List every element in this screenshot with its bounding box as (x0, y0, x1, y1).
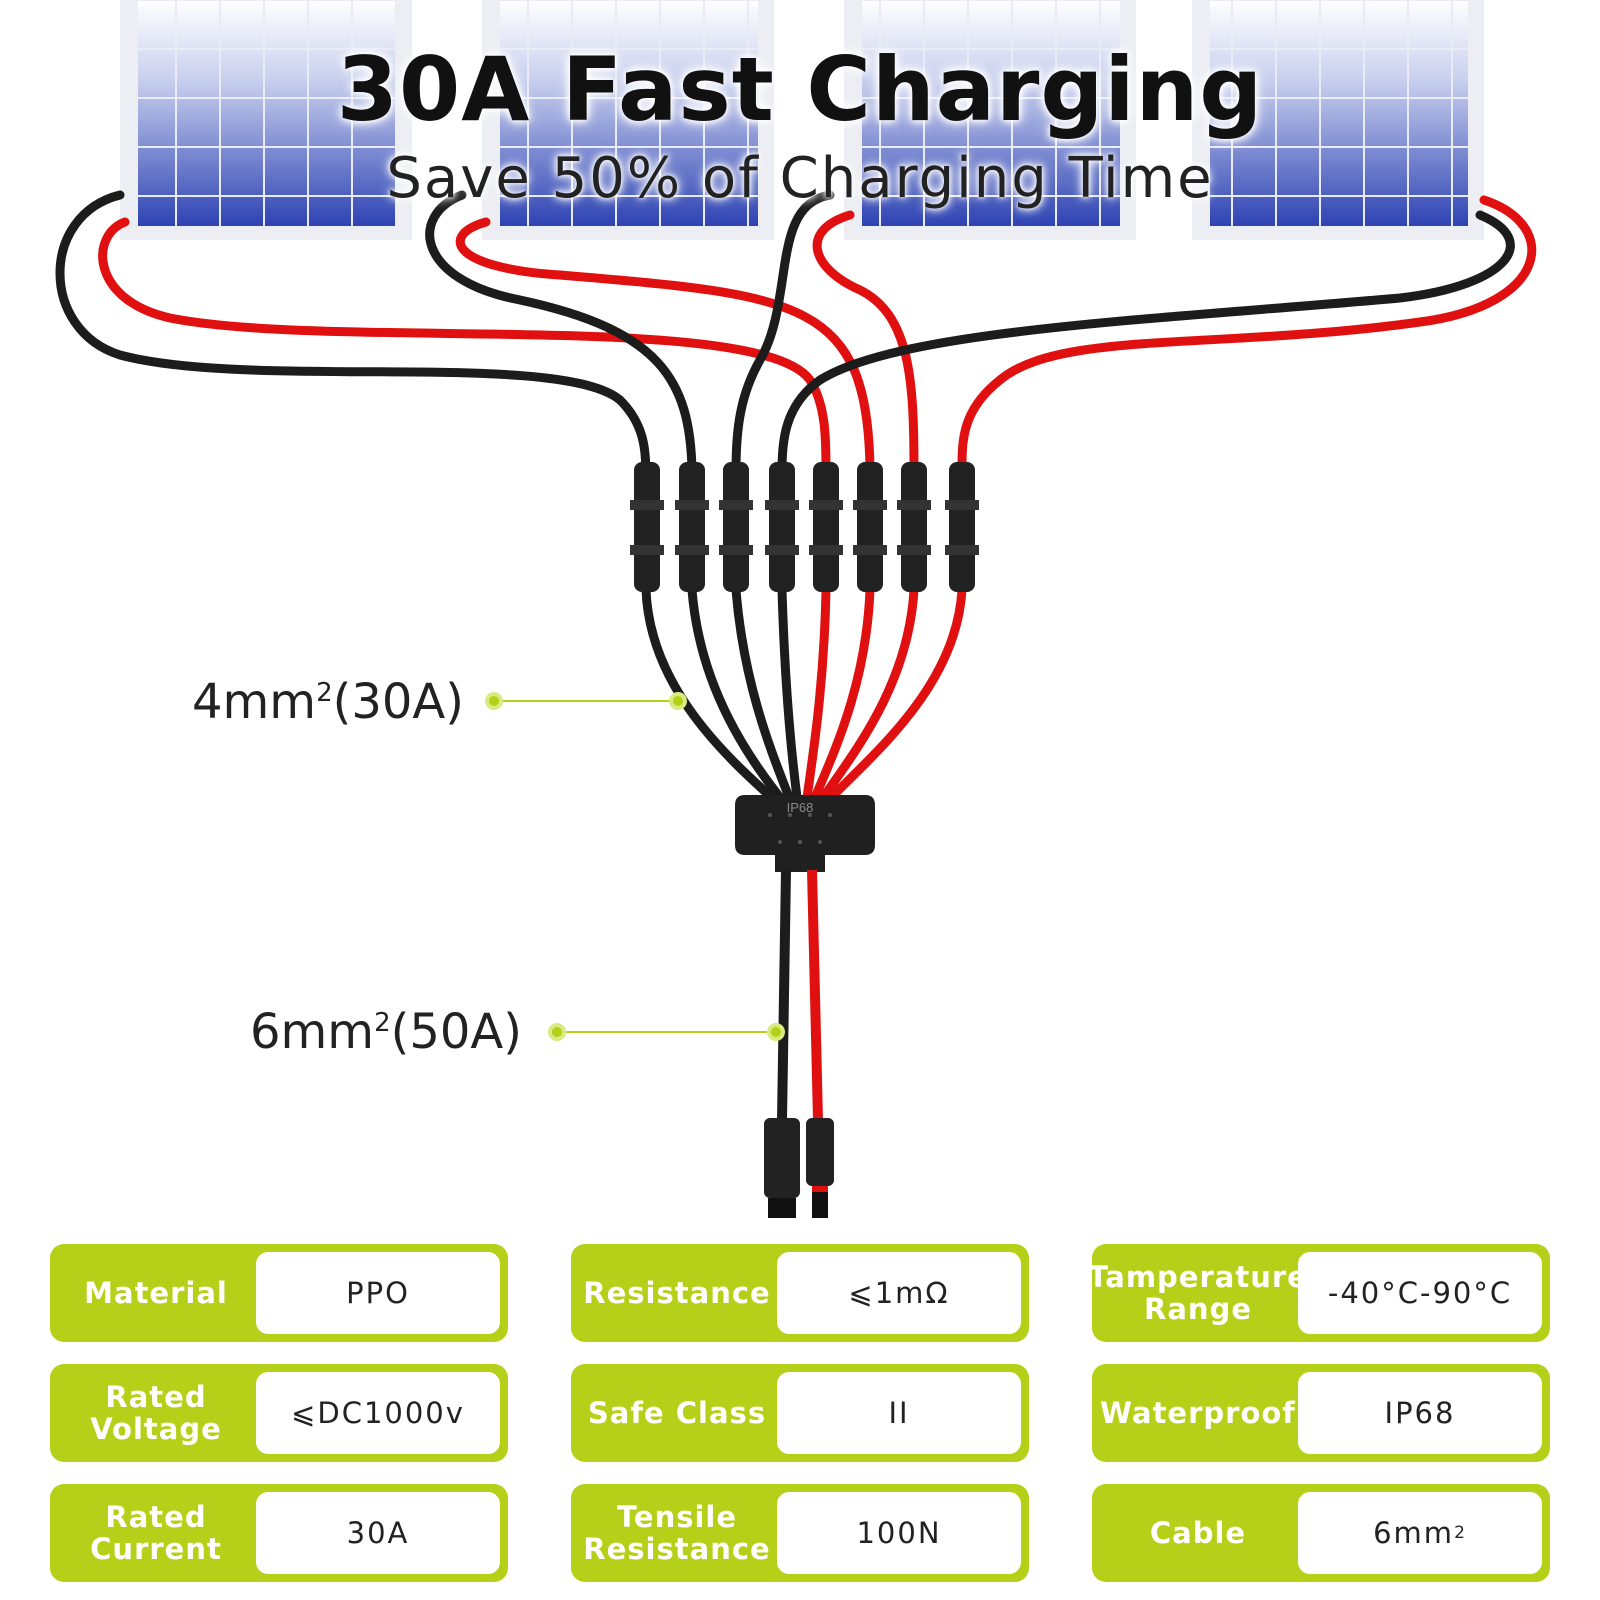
mc4-connector (945, 462, 979, 592)
spec-label: Waterproof (1100, 1396, 1296, 1430)
spec-card-resistance: Resistance ⩽1mΩ (571, 1244, 1029, 1342)
spec-value: ⩽1mΩ (777, 1252, 1021, 1334)
black-cable (777, 210, 1515, 475)
spec-label: Material (84, 1276, 228, 1310)
spec-value: IP68 (1298, 1372, 1542, 1454)
spec-card-tensile-resistance: Tensile Resistance 100N (571, 1484, 1029, 1582)
spec-card-rated-voltage: Rated Voltage ⩽DC1000v (50, 1364, 508, 1462)
mc4-connector-row (630, 462, 979, 592)
solar-panel (1192, 0, 1484, 240)
hub-label: IP68 (787, 800, 814, 815)
solar-panel (120, 0, 412, 240)
mc4-connector (630, 462, 664, 592)
spec-value: ⩽DC1000v (256, 1372, 500, 1454)
spec-label: Safe Class (587, 1396, 767, 1430)
spec-card-material: Material PPO (50, 1244, 508, 1342)
spec-value: PPO (256, 1252, 500, 1334)
spec-label: Tensile Resistance (583, 1500, 771, 1566)
mc4-connector (719, 462, 753, 592)
spec-label: Cable (1149, 1516, 1247, 1550)
spec-value: -40°C-90°C (1298, 1252, 1542, 1334)
spec-card-safe-class: Safe Class II (571, 1364, 1029, 1462)
spec-label: Rated Voltage (90, 1380, 222, 1446)
input-cables (55, 190, 1537, 475)
spec-label: Resistance (583, 1276, 771, 1310)
spec-card-rated-current: Rated Current 30A (50, 1484, 508, 1582)
black-cable (731, 190, 835, 475)
solar-panel (482, 0, 774, 240)
output-connector-female (764, 1118, 800, 1218)
red-cable (98, 217, 831, 475)
mc4-connector (897, 462, 931, 592)
red-cable (455, 217, 875, 475)
output-connector-male (806, 1118, 834, 1218)
callout-4mm-label: 4mm2(30A) (192, 674, 464, 730)
mc4-connector (853, 462, 887, 592)
black-cable (425, 190, 697, 475)
spec-value: 30A (256, 1492, 500, 1574)
spec-card-temperature-range: Tamperature Range -40°C-90°C (1088, 1244, 1550, 1342)
callout-6mm-label: 6mm2(50A) (250, 1004, 522, 1060)
spec-label: Rated Current (90, 1500, 222, 1566)
mc4-connector (809, 462, 843, 592)
spec-value: 100N (777, 1492, 1021, 1574)
callout-line-4mm (485, 692, 687, 710)
callout-line-6mm (548, 1023, 785, 1041)
red-cable (957, 195, 1537, 475)
red-cable (812, 210, 919, 475)
mc4-connector (765, 462, 799, 592)
branch-cables (641, 585, 967, 810)
page-title: 30A Fast Charging (336, 38, 1264, 141)
branch-hub: IP68 (735, 795, 875, 872)
black-cable (55, 190, 651, 475)
spec-value: II (777, 1372, 1021, 1454)
spec-label: Tamperature Range (1088, 1260, 1308, 1326)
output-cables (777, 869, 823, 1121)
solar-panel (844, 0, 1136, 240)
mc4-connector (675, 462, 709, 592)
page-subtitle: Save 50% of Charging Time (386, 146, 1214, 211)
spec-card-waterproof: Waterproof IP68 (1092, 1364, 1550, 1462)
